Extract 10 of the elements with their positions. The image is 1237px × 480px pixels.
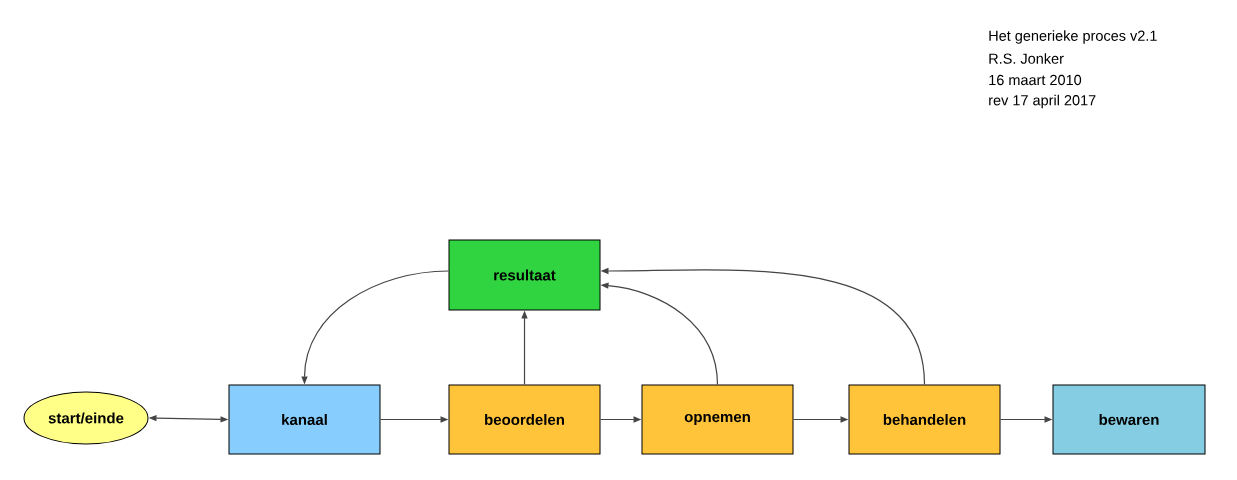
- process-box: behandelen: [848, 384, 1001, 455]
- process-box: bewaren: [1052, 384, 1206, 455]
- process-box: opnemen: [641, 384, 794, 455]
- note-text: rev 17 april 2017: [989, 94, 1096, 109]
- note-text: Het generieke proces v2.1: [989, 30, 1157, 44]
- process-box: resultaat: [448, 239, 601, 311]
- note-text: 16 maart 2010: [989, 74, 1082, 86]
- process-box: kanaal: [228, 384, 381, 455]
- note-text: R.S. Jonker: [989, 53, 1064, 64]
- process-box: beoordelen: [448, 384, 601, 455]
